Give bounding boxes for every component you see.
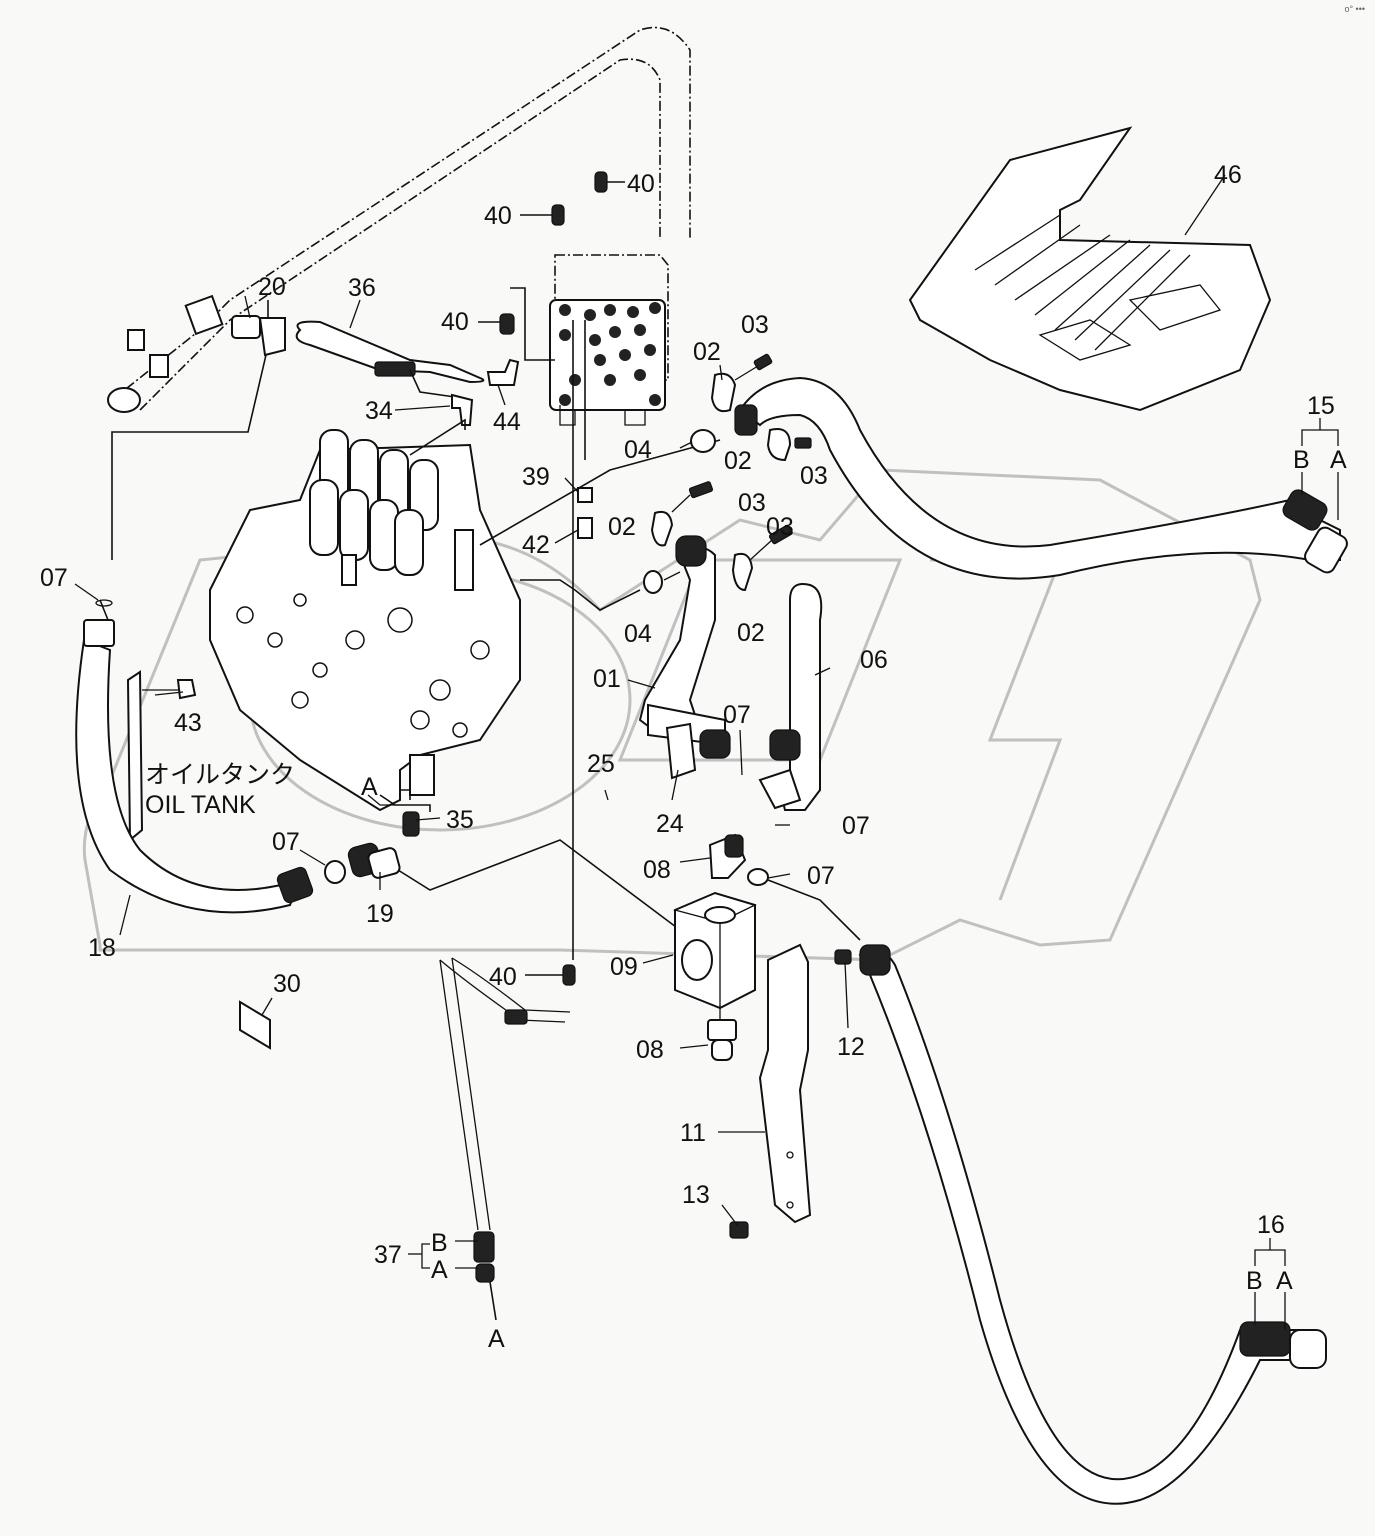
hose-37 bbox=[439, 957, 571, 1321]
callout-37-end-a[interactable]: A bbox=[488, 1325, 505, 1353]
callout-01[interactable]: 01 bbox=[593, 665, 621, 693]
callout-37-a[interactable]: A bbox=[431, 1256, 448, 1284]
callout-04[interactable]: 04 bbox=[624, 436, 652, 464]
callout-25[interactable]: 25 bbox=[587, 750, 615, 778]
callout-07[interactable]: 07 bbox=[723, 701, 751, 729]
callout-20[interactable]: 20 bbox=[258, 273, 286, 301]
callout-43[interactable]: 43 bbox=[174, 709, 202, 737]
hose-18 bbox=[75, 599, 314, 914]
fitting-42 bbox=[577, 517, 593, 539]
o-ring-07-lower bbox=[747, 868, 769, 886]
callout-15-b[interactable]: B bbox=[1293, 446, 1310, 474]
callout-39[interactable]: 39 bbox=[522, 463, 550, 491]
callout-07[interactable]: 07 bbox=[807, 862, 835, 890]
callout-03[interactable]: 03 bbox=[800, 462, 828, 490]
callout-02[interactable]: 02 bbox=[737, 619, 765, 647]
toolbar-icons: o° ••• bbox=[1344, 4, 1365, 14]
callout-46[interactable]: 46 bbox=[1214, 161, 1242, 189]
hose-06 bbox=[758, 583, 823, 811]
hose-15 bbox=[734, 376, 1348, 580]
callout-30[interactable]: 30 bbox=[273, 970, 301, 998]
callout-06[interactable]: 06 bbox=[860, 646, 888, 674]
callout-02[interactable]: 02 bbox=[608, 513, 636, 541]
adapter-19 bbox=[347, 839, 681, 931]
return-pipe bbox=[107, 26, 691, 413]
callout-09[interactable]: 09 bbox=[610, 953, 638, 981]
oil-tank-label-japanese: オイルタンク bbox=[145, 761, 295, 789]
leader-lines bbox=[74, 174, 1339, 1330]
fitting-39 bbox=[577, 487, 593, 503]
callout-16-b[interactable]: B bbox=[1246, 1267, 1263, 1295]
callout-40[interactable]: 40 bbox=[489, 963, 517, 991]
callout-07[interactable]: 07 bbox=[272, 828, 300, 856]
bolt-13 bbox=[729, 1221, 749, 1239]
callout-12[interactable]: 12 bbox=[837, 1033, 865, 1061]
callout-08[interactable]: 08 bbox=[643, 856, 671, 884]
callout-40[interactable]: 40 bbox=[627, 170, 655, 198]
elbow-fitting-44 bbox=[486, 358, 520, 386]
manifold-block-09 bbox=[673, 891, 757, 1010]
callout-13[interactable]: 13 bbox=[682, 1181, 710, 1209]
label-plate-30 bbox=[239, 1000, 271, 1050]
o-ring-07 bbox=[324, 860, 346, 884]
hose-36 bbox=[295, 320, 485, 399]
elbow-fitting-08-upper bbox=[708, 833, 747, 879]
callout-03[interactable]: 03 bbox=[741, 311, 769, 339]
callout-03[interactable]: 03 bbox=[766, 513, 794, 541]
elbow-fitting-20 bbox=[111, 300, 286, 560]
callout-18[interactable]: 18 bbox=[88, 934, 116, 962]
callout-34[interactable]: 34 bbox=[365, 397, 393, 425]
callout-11[interactable]: 11 bbox=[680, 1119, 706, 1147]
bracket-11 bbox=[758, 943, 812, 1224]
callout-36[interactable]: 36 bbox=[348, 274, 376, 302]
callout-07[interactable]: 07 bbox=[40, 564, 68, 592]
callout-19[interactable]: 19 bbox=[366, 900, 394, 928]
hose-16 bbox=[858, 944, 1327, 1505]
callout-08[interactable]: 08 bbox=[636, 1036, 664, 1064]
callout-24[interactable]: 24 bbox=[656, 810, 684, 838]
bolt-12 bbox=[834, 949, 852, 965]
callout-37-b[interactable]: B bbox=[431, 1229, 448, 1257]
floor-tray-46 bbox=[908, 126, 1272, 412]
callout-04[interactable]: 04 bbox=[624, 620, 652, 648]
callout-40[interactable]: 40 bbox=[484, 202, 512, 230]
oil-tank-label-english: OIL TANK bbox=[145, 791, 256, 819]
fitting-40-group bbox=[478, 171, 625, 986]
callout-16[interactable]: 16 bbox=[1257, 1211, 1285, 1239]
callout-15-a[interactable]: A bbox=[1330, 446, 1347, 474]
pipe-01 bbox=[638, 535, 731, 780]
callout-35[interactable]: 35 bbox=[446, 806, 474, 834]
straight-fitting-08-lower bbox=[707, 1005, 737, 1061]
callout-labels: 40 40 40 40 46 20 36 34 44 03 02 04 02 0… bbox=[40, 161, 1347, 1353]
callout-40[interactable]: 40 bbox=[441, 308, 469, 336]
oil-tank-bracket bbox=[126, 670, 197, 843]
fitting-35 bbox=[402, 811, 420, 837]
elbow-fitting-34 bbox=[451, 393, 474, 426]
clamp-assembly bbox=[643, 353, 812, 594]
control-valve bbox=[209, 418, 721, 812]
callout-07[interactable]: 07 bbox=[842, 812, 870, 840]
callout-02[interactable]: 02 bbox=[724, 447, 752, 475]
callout-42[interactable]: 42 bbox=[522, 531, 550, 559]
callout-37[interactable]: 37 bbox=[374, 1241, 402, 1269]
callout-15[interactable]: 15 bbox=[1307, 392, 1335, 420]
callout-03[interactable]: 03 bbox=[738, 489, 766, 517]
callout-16-a[interactable]: A bbox=[1276, 1267, 1293, 1295]
callout-44[interactable]: 44 bbox=[493, 408, 521, 436]
pilot-valve-block bbox=[549, 254, 669, 960]
callout-35-a[interactable]: A bbox=[361, 773, 378, 801]
callout-02[interactable]: 02 bbox=[693, 338, 721, 366]
